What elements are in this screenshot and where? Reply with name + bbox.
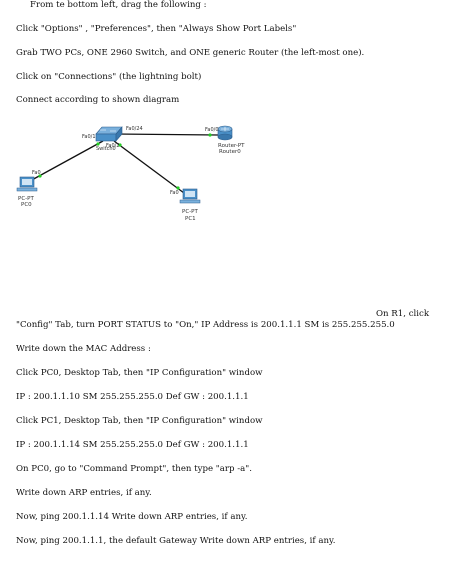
instruction-6: On R1, click [376,309,430,319]
instruction-12: IP : 200.1.1.14 SM 255.255.255.0 Def GW … [16,440,249,450]
router-name-label: Router0 [219,149,241,155]
switch-icon[interactable] [95,126,123,142]
network-diagram: Switch0 Router-PT Router0 PC-PT PC0 PC-P… [16,125,245,222]
instruction-15: Now, ping 200.1.1.14 Write down ARP entr… [16,512,248,522]
link-light [208,133,212,137]
instruction-10: IP : 200.1.1.10 SM 255.255.255.0 Def GW … [16,392,249,402]
instruction-7: "Config" Tab, turn PORT STATUS to "On," … [16,320,395,330]
port-label-router-fa00: Fa0/0 [205,127,219,133]
instruction-13: On PC0, go to "Command Prompt", then typ… [16,464,252,474]
port-label-sw-fa01: Fa0/1 [82,134,96,140]
port-label-pc1-fa0: Fa0 [170,190,179,196]
port-label-sw-fa02: Fa0/2 [106,143,120,149]
router-icon[interactable] [217,125,233,141]
pc1-icon[interactable] [179,188,201,204]
link-light [118,143,122,147]
cable-switch-router [111,133,219,136]
link-light [96,142,100,146]
instruction-8: Write down the MAC Address : [16,344,151,354]
port-label-pc0-fa0: Fa0 [32,170,41,176]
port-label-sw-fa024: Fa0/24 [126,126,143,132]
instruction-1: From te bottom left, drag the following … [30,0,207,10]
switch-name-label: Switch0 [96,146,116,152]
cable-switch-pc0 [29,140,104,182]
instruction-14: Write down ARP entries, if any. [16,488,152,498]
link-light [176,186,180,190]
pc0-type-label: PC-PT [18,196,34,202]
pc1-type-label: PC-PT [182,209,198,215]
router-type-label: Router-PT [218,143,245,149]
pc0-icon[interactable] [16,176,38,192]
instruction-3: Grab TWO PCs, ONE 2960 Switch, and ONE g… [16,48,365,58]
instruction-11: Click PC1, Desktop Tab, then "IP Configu… [16,416,263,426]
instruction-4: Click on "Connections" (the lightning bo… [16,72,202,82]
instruction-16: Now, ping 200.1.1.1, the default Gateway… [16,536,336,546]
link-light [38,174,42,178]
instruction-9: Click PC0, Desktop Tab, then "IP Configu… [16,368,263,378]
pc0-name-label: PC0 [21,202,32,208]
instruction-5: Connect according to shown diagram [16,95,180,105]
instruction-2: Click "Options" , "Preferences", then "A… [16,24,297,34]
pc1-name-label: PC1 [185,216,196,222]
cable-switch-pc1 [113,140,185,194]
